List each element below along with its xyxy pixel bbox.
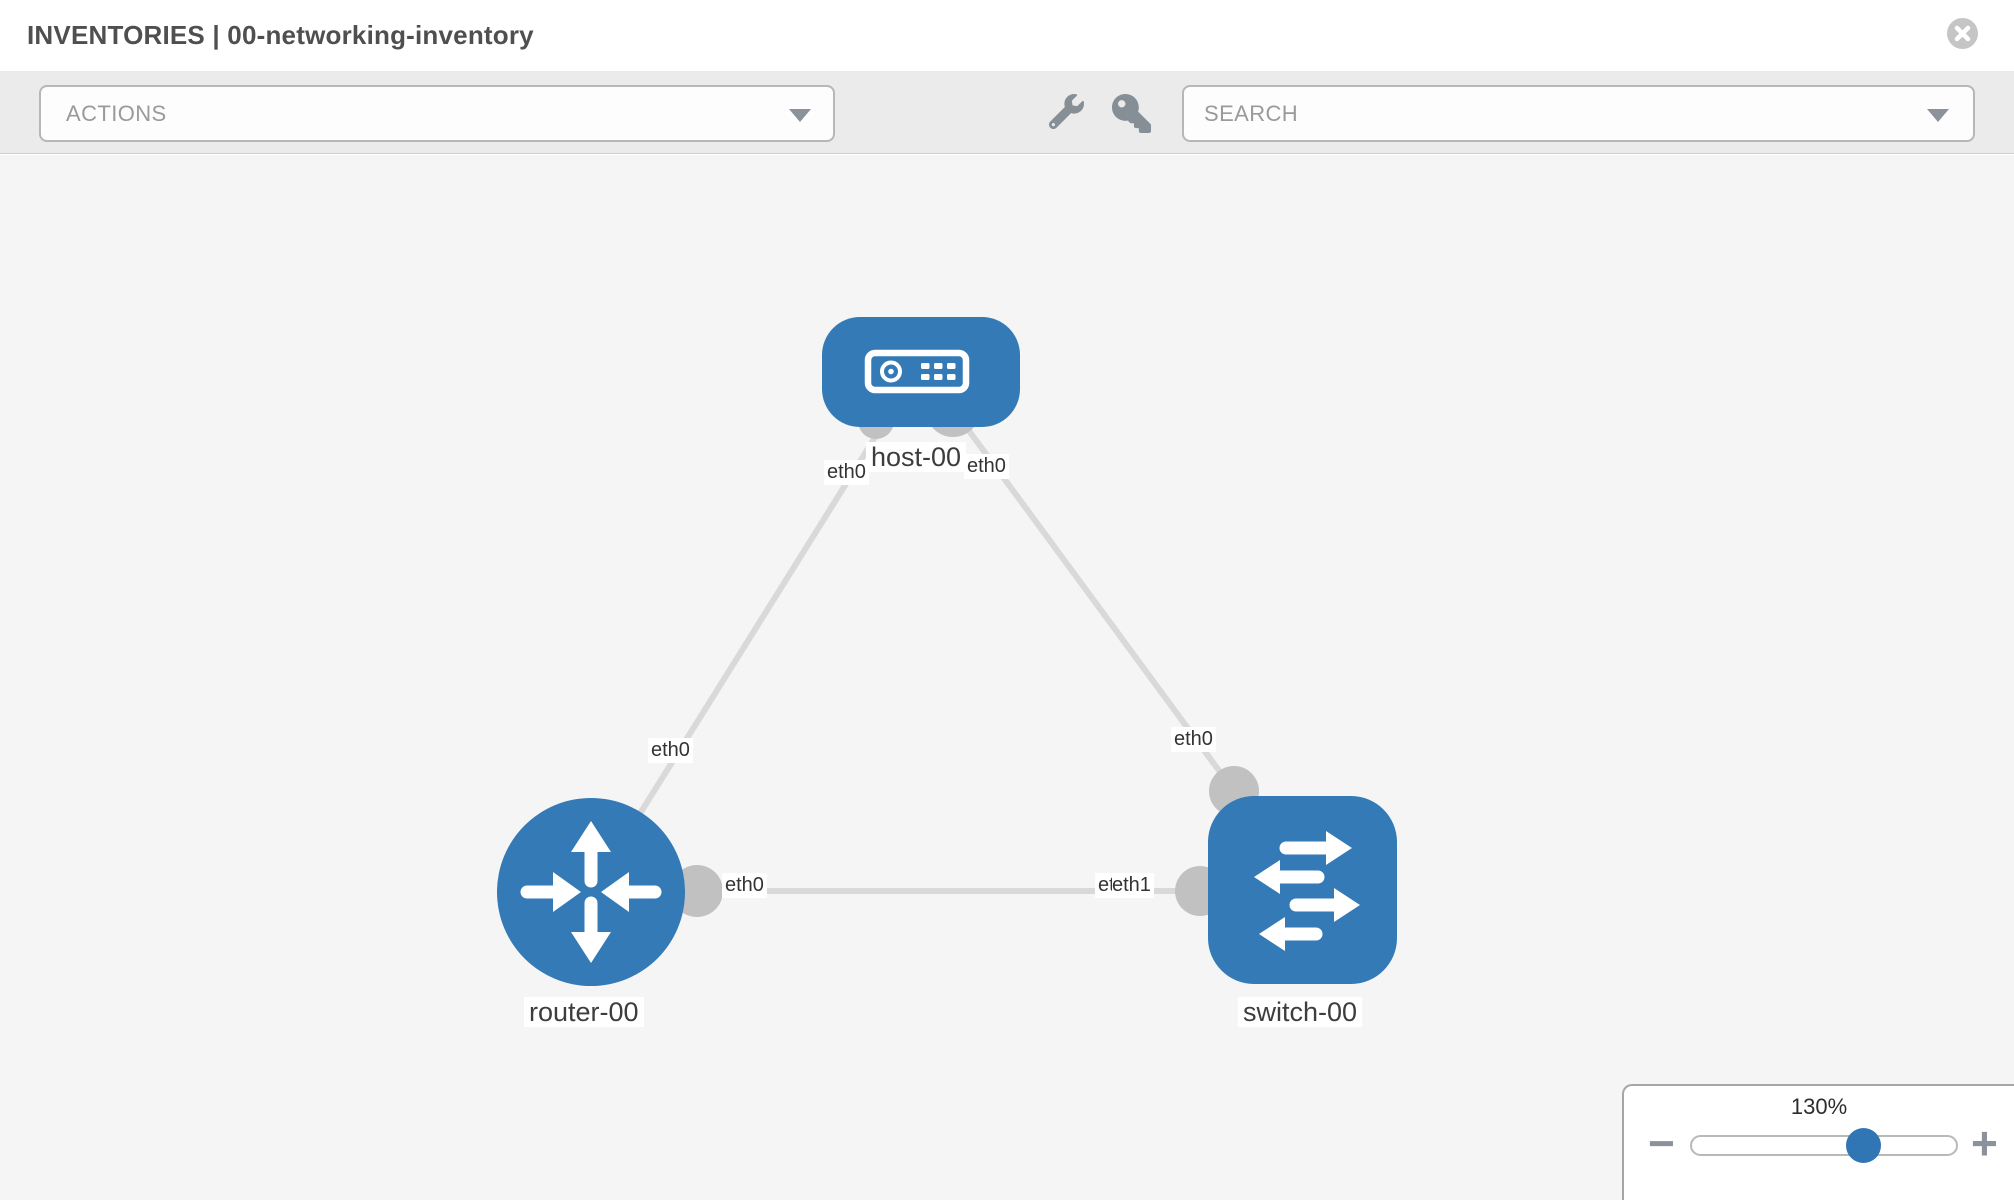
iface-label-host-eth0-left: eth0	[824, 460, 869, 485]
host-icon	[864, 349, 970, 394]
header: INVENTORIES | 00-networking-inventory	[0, 0, 2014, 71]
zoom-out-button[interactable]: −	[1648, 1117, 1675, 1169]
node-switch[interactable]	[1208, 796, 1397, 984]
switch-icon	[1254, 831, 1360, 951]
chevron-down-icon	[1927, 109, 1949, 122]
search-input[interactable]	[1184, 87, 1973, 140]
router-icon	[520, 821, 662, 963]
page-title: INVENTORIES | 00-networking-inventory	[27, 20, 534, 50]
node-router[interactable]	[497, 798, 685, 986]
actions-dropdown[interactable]: ACTIONS	[39, 85, 835, 142]
toolbar: ACTIONS	[0, 71, 2014, 154]
actions-dropdown-label: ACTIONS	[66, 101, 167, 126]
zoom-percentage: 130%	[1790, 1094, 1848, 1119]
zoom-in-button[interactable]: +	[1971, 1117, 1998, 1169]
iface-label-host-eth0-right: eth0	[964, 454, 1009, 479]
node-label-router: router-00	[524, 997, 644, 1027]
zoom-panel: 130% − +	[1622, 1084, 2014, 1200]
chevron-down-icon	[789, 109, 811, 122]
links	[588, 407, 1302, 894]
topology-svg	[497, 317, 1397, 986]
iface-label-router-switch-eth0: eth0	[722, 873, 767, 898]
zoom-slider-thumb[interactable]	[1846, 1128, 1881, 1163]
iface-label-host-switch-eth0: eth0	[1171, 727, 1216, 752]
node-label-host: host-00	[866, 442, 967, 472]
iface-label-router-host-eth0: eth0	[648, 738, 693, 763]
node-label-switch: switch-00	[1238, 997, 1363, 1027]
zoom-slider-track[interactable]	[1690, 1135, 1958, 1156]
wrench-icon[interactable]	[1048, 94, 1084, 134]
iface-label-switch-eth1: eth1	[1112, 873, 1154, 898]
topology-canvas[interactable]: host-00 eth0 eth0 eth0 eth0 eth0 eth0 et…	[0, 155, 2014, 1200]
key-icon[interactable]	[1112, 94, 1151, 138]
node-host[interactable]	[822, 317, 1020, 427]
search-combo	[1182, 85, 1975, 142]
close-button[interactable]	[1947, 18, 1978, 49]
